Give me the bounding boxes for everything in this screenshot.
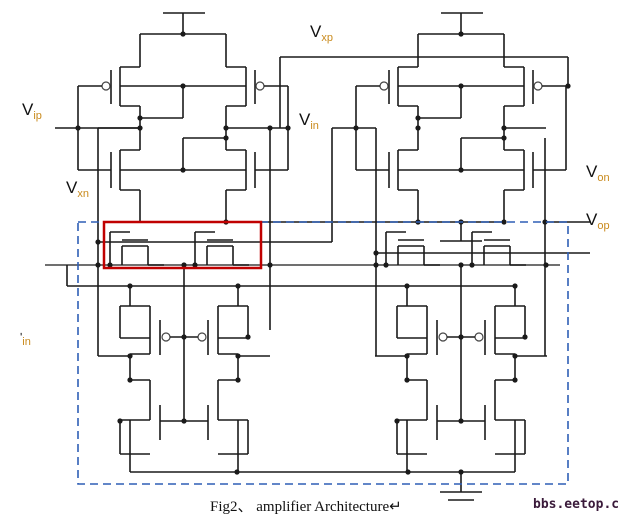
junction-dot: [373, 262, 379, 268]
inversion-bubble: [161, 332, 171, 342]
junction-dot: [127, 353, 133, 359]
inversion-bubble: [255, 81, 265, 91]
inversion-bubble: [197, 332, 207, 342]
label-von: Von: [586, 162, 610, 184]
junction-dot: [512, 283, 518, 289]
junction-dot: [285, 125, 291, 131]
junction-dot: [404, 283, 410, 289]
junction-dot: [127, 283, 133, 289]
junction-dot: [75, 125, 81, 131]
junction-dot: [543, 262, 549, 268]
junction-dot: [404, 377, 410, 383]
dashed-region-box: [77, 221, 569, 485]
junction-dot: [192, 262, 198, 268]
junction-dot: [235, 377, 241, 383]
junction-dot: [415, 125, 421, 131]
junction-dot: [501, 219, 507, 225]
junction-dot: [383, 262, 389, 268]
inversion-bubble: [379, 81, 389, 91]
label-fin: ʹin: [20, 330, 31, 348]
junction-dot: [117, 418, 123, 424]
junction-dot: [223, 135, 229, 141]
figure-caption: Fig2、 amplifier Architecture↵: [210, 499, 402, 515]
junction-dot: [235, 283, 241, 289]
junction-dot: [394, 418, 400, 424]
junction-dot: [353, 125, 359, 131]
junction-dot: [234, 469, 240, 475]
junction-dot: [405, 469, 411, 475]
junction-dot: [415, 115, 421, 121]
label-vip: Vip: [22, 100, 42, 122]
label-vxp: Vxp: [310, 22, 333, 44]
junction-dot: [267, 262, 273, 268]
junction-dot: [245, 334, 251, 340]
junction-dot: [404, 353, 410, 359]
junction-dot: [512, 377, 518, 383]
inversion-bubble: [101, 81, 111, 91]
junction-dot: [127, 377, 133, 383]
junction-dot: [107, 262, 113, 268]
highlight-box: [102, 220, 263, 270]
junction-dot: [522, 334, 528, 340]
junction-dot: [137, 115, 143, 121]
watermark: bbs.eetop.cn: [533, 497, 619, 512]
inversion-bubble: [533, 81, 543, 91]
junction-dot: [95, 262, 101, 268]
label-vop: Vop: [586, 210, 610, 232]
label-vin: Vin: [299, 110, 319, 132]
inversion-bubble: [474, 332, 484, 342]
junction-dot: [565, 83, 571, 89]
label-vxn: Vxn: [66, 178, 89, 200]
junction-dot: [458, 31, 464, 37]
junction-dot: [469, 262, 475, 268]
inversion-bubble: [438, 332, 448, 342]
junction-dot: [180, 31, 186, 37]
junction-dot: [501, 135, 507, 141]
